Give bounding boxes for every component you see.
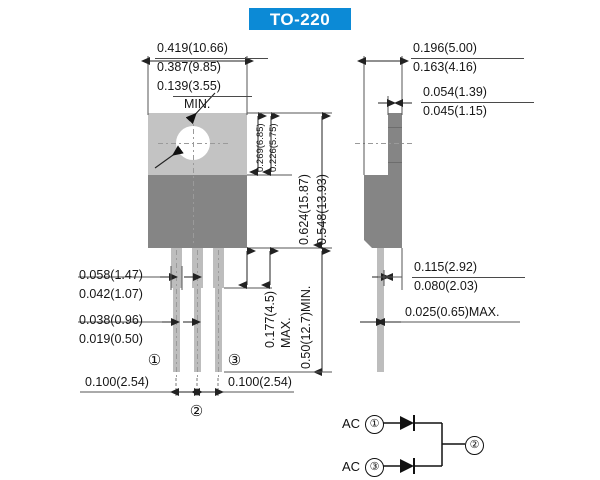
- hole-centerline-horizontal: [158, 143, 230, 144]
- dim-lead-offset-min: 0.080(2.03): [414, 279, 478, 293]
- dim-lead-width-min: 0.019(0.50): [79, 332, 143, 346]
- dim-lead-offset-max: 0.115(2.92): [414, 260, 478, 274]
- lead-2-centerline: [197, 250, 198, 378]
- lead-1-centerline: [176, 250, 177, 378]
- page-title: TO-220: [249, 8, 351, 30]
- dim-tab-thick-max: 0.054(1.39): [423, 85, 487, 99]
- dim-width-rule: [155, 58, 268, 59]
- dim-depth-rule: [411, 58, 524, 59]
- dim-shoulder-len: 0.177(4.5): [263, 291, 277, 348]
- dim-lead-width-max: 0.038(0.96): [79, 313, 143, 327]
- schematic-pin-1: ①: [365, 415, 384, 434]
- dim-hole-edge-note: MIN.: [184, 97, 211, 111]
- dim-body-height-max: 0.624(15.87): [297, 174, 311, 245]
- front-view-plastic-body: [148, 175, 247, 248]
- dim-tab-height-min: 0.226(5.75): [268, 123, 279, 172]
- dim-tab-height-max: 0.269(6.85): [255, 123, 266, 172]
- front-pin-1-label: ①: [146, 352, 163, 369]
- dim-pitch-right: 0.100(2.54): [228, 375, 292, 389]
- dim-width-min: 0.387(9.85): [157, 60, 221, 74]
- dim-lead-shoulder-min: 0.042(1.07): [79, 287, 143, 301]
- dim-depth-min: 0.163(4.16): [413, 60, 477, 74]
- dim-shoulder-len-note: MAX.: [279, 317, 293, 348]
- side-view-body-shape: [364, 175, 402, 248]
- schematic-pin-2: ②: [465, 436, 484, 455]
- front-pin-3-label: ③: [226, 352, 243, 369]
- dim-lead-offset-rule: [412, 277, 525, 278]
- schematic-ac-label-1: AC: [342, 416, 361, 431]
- hole-centerline-vertical: [193, 116, 194, 246]
- dim-hole-edge: 0.139(3.55): [157, 79, 221, 93]
- dim-lead-shoulder-max: 0.058(1.47): [79, 268, 143, 282]
- front-pin-2-label: ②: [188, 403, 205, 420]
- dim-lead-len: 0.50(12.7)MIN.: [299, 285, 313, 369]
- schematic-ac-label-2: AC: [342, 459, 361, 474]
- side-view-tab: [388, 113, 402, 175]
- dim-lead-thick: 0.025(0.65)MAX.: [405, 305, 500, 319]
- dim-hole-edge-rule: [173, 96, 252, 97]
- side-view-lead: [377, 248, 384, 372]
- side-view-tab-score-upper: [388, 127, 402, 128]
- lead-3-centerline: [218, 250, 219, 378]
- dim-depth-max: 0.196(5.00): [413, 41, 477, 55]
- dim-tab-thick-rule: [421, 102, 534, 103]
- dim-tab-thick-min: 0.045(1.15): [423, 104, 487, 118]
- schematic-pin-3: ③: [365, 458, 384, 477]
- side-view-tab-score-lower: [388, 162, 402, 163]
- dim-width-max: 0.419(10.66): [157, 41, 228, 55]
- dim-body-height-min: 0.548(13.93): [315, 174, 329, 245]
- side-view-centerline: [355, 143, 415, 144]
- dim-pitch-left: 0.100(2.54): [85, 375, 149, 389]
